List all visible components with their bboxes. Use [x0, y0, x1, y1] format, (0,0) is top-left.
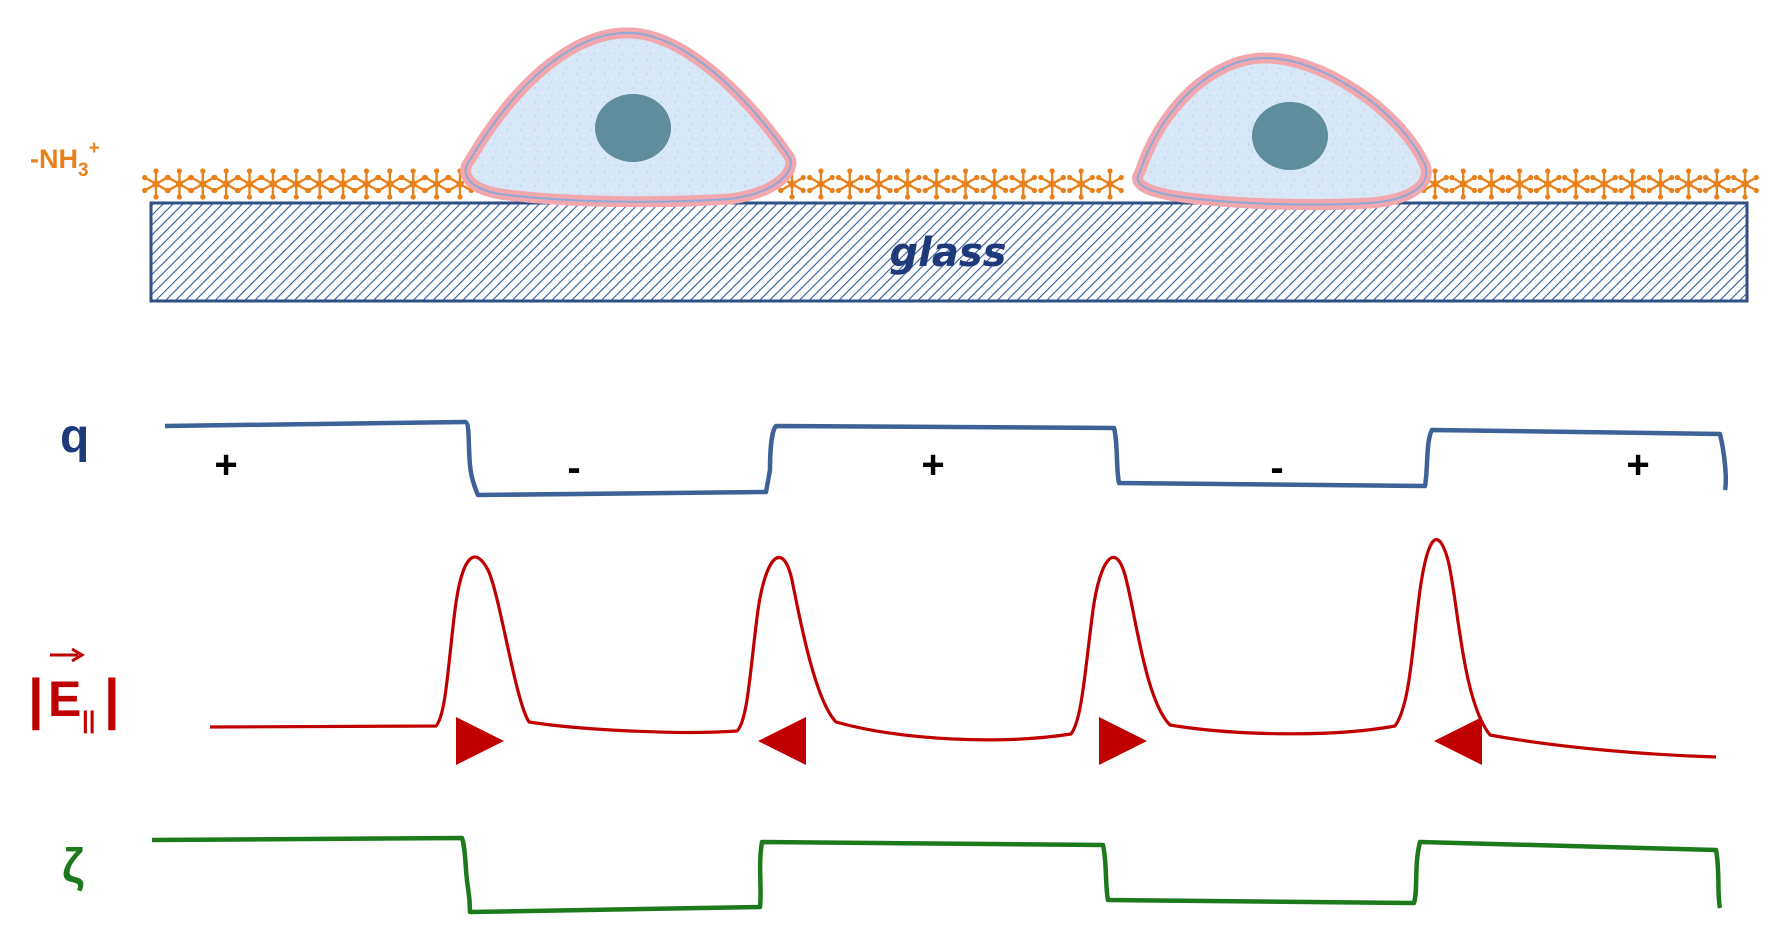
amine-star — [980, 168, 1009, 200]
amine-star — [922, 168, 951, 200]
amine-star — [165, 168, 194, 200]
arrow-left-icon — [1434, 717, 1482, 765]
amine-star — [1009, 168, 1038, 200]
amine-star — [305, 168, 334, 200]
amine-star — [1449, 168, 1477, 200]
amine-star — [329, 168, 357, 200]
charge-sign: - — [567, 446, 580, 490]
glass-label: glass — [890, 230, 1007, 276]
amine-star — [1038, 168, 1066, 200]
amine-star — [1590, 168, 1618, 200]
amine-star — [1477, 168, 1506, 200]
amine-star — [422, 168, 451, 200]
amine-star — [188, 168, 217, 200]
nucleus-left — [595, 94, 671, 162]
nucleus-right — [1252, 102, 1328, 170]
amine-star — [807, 168, 835, 200]
amine-star — [259, 168, 287, 200]
charge-sign: - — [1270, 446, 1283, 490]
amine-star — [212, 168, 240, 200]
amine-star — [1731, 168, 1759, 200]
amine-star — [836, 168, 864, 200]
arrow-right-icon — [1099, 717, 1147, 765]
amine-star — [1096, 168, 1124, 200]
field-arrows — [456, 717, 1482, 765]
amine-star — [352, 168, 381, 200]
field-symbol-bar-left: | — [28, 667, 44, 731]
amine-star — [1562, 168, 1590, 200]
field-symbol-subscript: || — [82, 707, 95, 734]
amine-star — [282, 168, 311, 200]
amine-star — [864, 168, 893, 200]
charge-signs: + - + - + — [214, 443, 1649, 490]
field-symbol-bar-right: | — [104, 667, 120, 731]
charge-trace — [164, 419, 1729, 498]
arrow-left-icon — [758, 717, 806, 765]
amine-star — [1533, 168, 1562, 200]
amine-star — [235, 168, 264, 200]
zeta-trace — [151, 835, 1723, 915]
field-symbol: | E || | — [28, 667, 120, 734]
amine-star — [142, 168, 170, 200]
charge-sign: + — [921, 443, 944, 487]
charge-symbol: q — [60, 410, 89, 463]
amine-star — [1067, 168, 1095, 200]
glass-substrate — [149, 201, 1749, 303]
field-symbol-letter: E — [48, 671, 81, 727]
charge-sign: + — [1626, 443, 1649, 487]
amine-coating — [142, 168, 1759, 200]
arrow-right-icon — [456, 717, 504, 765]
amine-star — [1703, 168, 1731, 200]
amine-star — [1646, 168, 1675, 200]
zeta-symbol: ζ — [62, 840, 84, 893]
vector-arrow-icon — [50, 647, 85, 663]
amine-star — [778, 168, 806, 200]
charge-sign: + — [214, 443, 237, 487]
amine-star — [399, 168, 428, 200]
field-trace — [209, 538, 1717, 759]
amine-group-label: -NH3+ — [30, 138, 100, 181]
amine-star — [893, 168, 922, 200]
amine-star — [1674, 168, 1703, 200]
amine-star — [951, 168, 980, 200]
amine-star — [1618, 168, 1647, 200]
amine-star — [1505, 168, 1534, 200]
amine-star — [376, 168, 404, 200]
